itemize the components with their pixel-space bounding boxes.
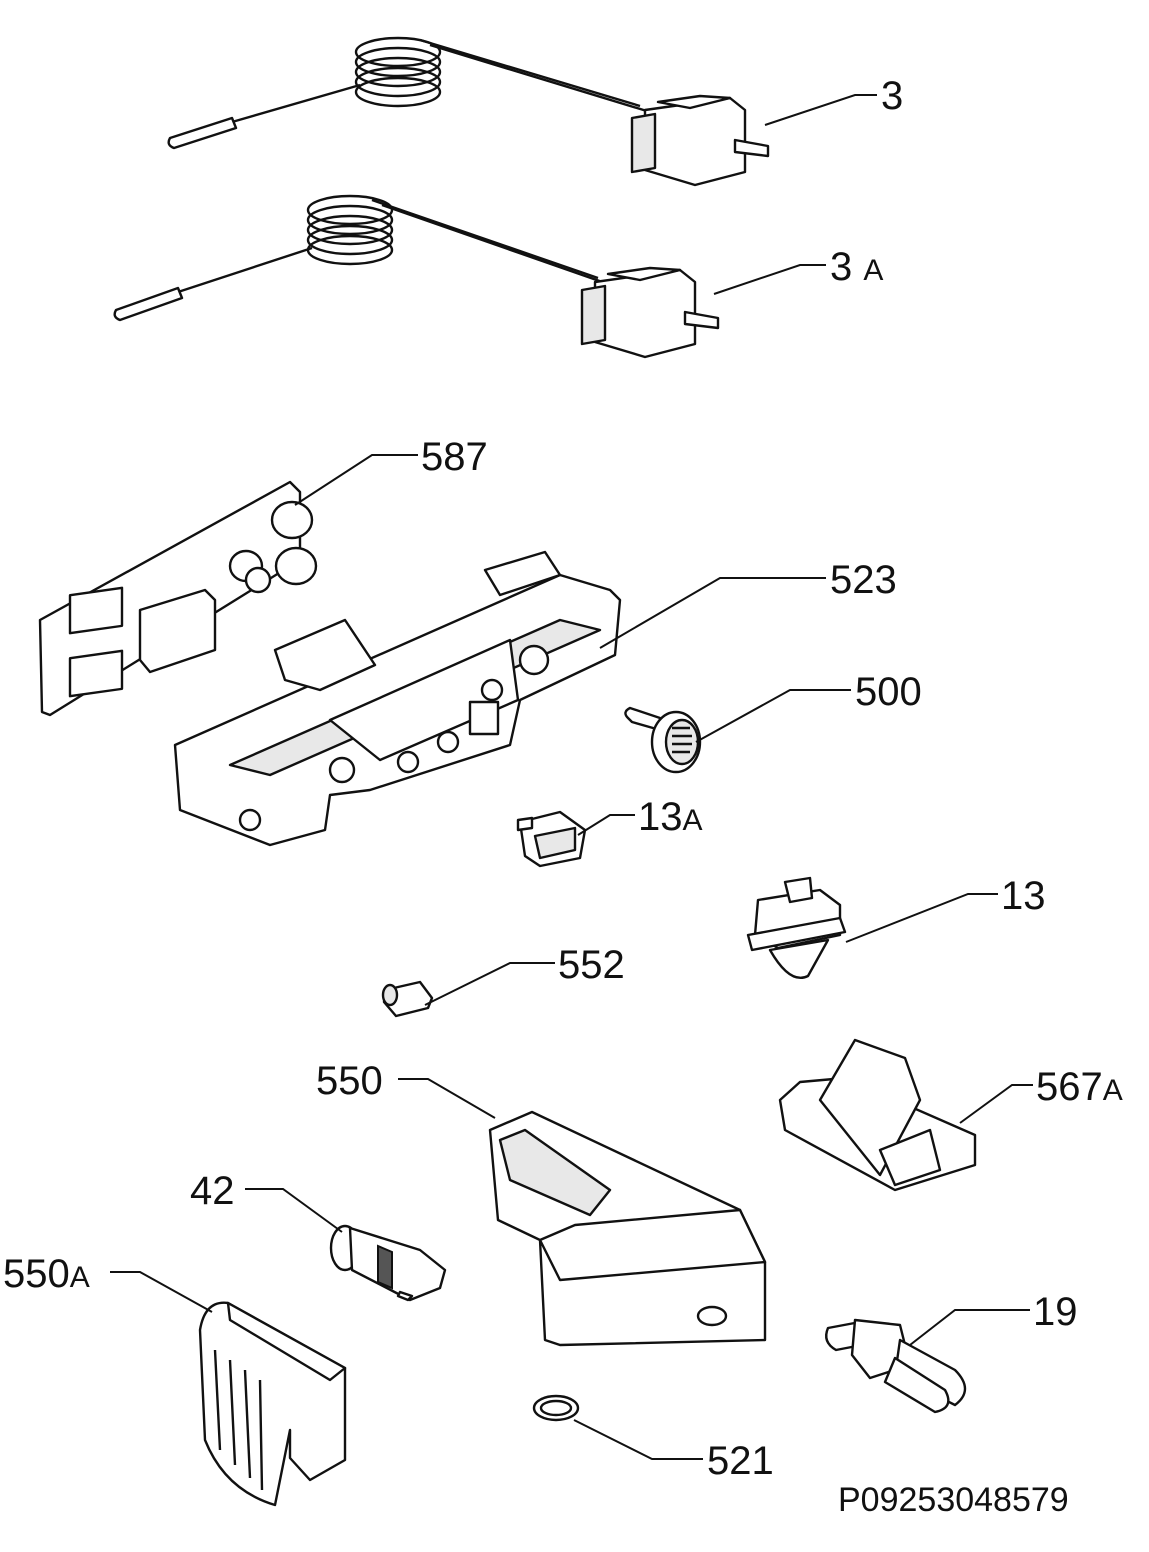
ring-part-521: [532, 1394, 580, 1422]
callout-587: 587: [421, 437, 488, 477]
leader-552: [424, 962, 555, 1006]
leader-523: [599, 577, 826, 649]
leader-42: [245, 1188, 343, 1233]
bulb-part-552: [381, 980, 434, 1018]
callout-3a-number: 3: [830, 245, 864, 289]
holder-part-567a: [778, 1038, 977, 1192]
lamp-part-19: [825, 1318, 967, 1414]
callout-500-number: 500: [855, 670, 922, 714]
cap-part-550a: [198, 1301, 347, 1507]
callout-550a: 550A: [3, 1254, 90, 1294]
callout-13-number: 13: [1001, 874, 1046, 918]
callout-3: 3: [881, 76, 903, 116]
callout-567a-number: 567: [1036, 1065, 1103, 1109]
cover-part-550: [488, 1110, 767, 1347]
callout-567a: 567A: [1036, 1067, 1123, 1107]
callout-552: 552: [558, 945, 625, 985]
callout-587-number: 587: [421, 435, 488, 479]
thermostat-part-3a: [113, 194, 720, 359]
leader-567a: [959, 1084, 1033, 1124]
housing-part-523: [173, 550, 622, 847]
callout-552-number: 552: [558, 943, 625, 987]
thermostat-part-3: [167, 36, 770, 187]
callout-19: 19: [1033, 1292, 1078, 1332]
callout-550a-number: 550: [3, 1252, 70, 1296]
leader-13: [845, 893, 998, 943]
leader-587: [294, 454, 418, 506]
callout-567a-suffix: A: [1102, 1074, 1123, 1107]
callout-523-number: 523: [830, 558, 897, 602]
callout-550a-suffix: A: [69, 1261, 90, 1294]
callout-550: 550: [316, 1061, 383, 1101]
callout-19-number: 19: [1033, 1290, 1078, 1334]
callout-523: 523: [830, 560, 897, 600]
callout-42-number: 42: [190, 1169, 235, 1213]
leader-550a: [110, 1271, 213, 1313]
callout-13a-number: 13: [638, 795, 683, 839]
document-number: P09253048579: [838, 1481, 1069, 1519]
switch-part-13: [746, 876, 847, 979]
leader-13a: [577, 814, 635, 836]
callout-3-number: 3: [881, 74, 904, 118]
leader-521: [573, 1419, 703, 1460]
leader-550: [398, 1078, 496, 1119]
callout-13a-suffix: A: [682, 804, 703, 837]
leader-500: [695, 689, 851, 743]
callout-13a: 13A: [638, 797, 703, 837]
callout-13: 13: [1001, 876, 1046, 916]
callout-3a-suffix: A: [863, 254, 884, 287]
knob-part-500: [624, 706, 702, 774]
switch-part-13a: [516, 810, 587, 868]
callout-550-number: 550: [316, 1059, 383, 1103]
leader-19: [909, 1309, 1030, 1346]
callout-42: 42: [190, 1171, 235, 1211]
lampholder-part-42: [329, 1224, 447, 1302]
callout-521: 521: [707, 1441, 774, 1481]
leader-lines: [110, 94, 1033, 1460]
pcb-part-587: [38, 480, 318, 717]
callout-500: 500: [855, 672, 922, 712]
leader-3: [764, 94, 877, 126]
callout-521-number: 521: [707, 1439, 774, 1483]
callout-3a: 3 A: [830, 247, 883, 287]
leader-3a: [713, 264, 826, 295]
